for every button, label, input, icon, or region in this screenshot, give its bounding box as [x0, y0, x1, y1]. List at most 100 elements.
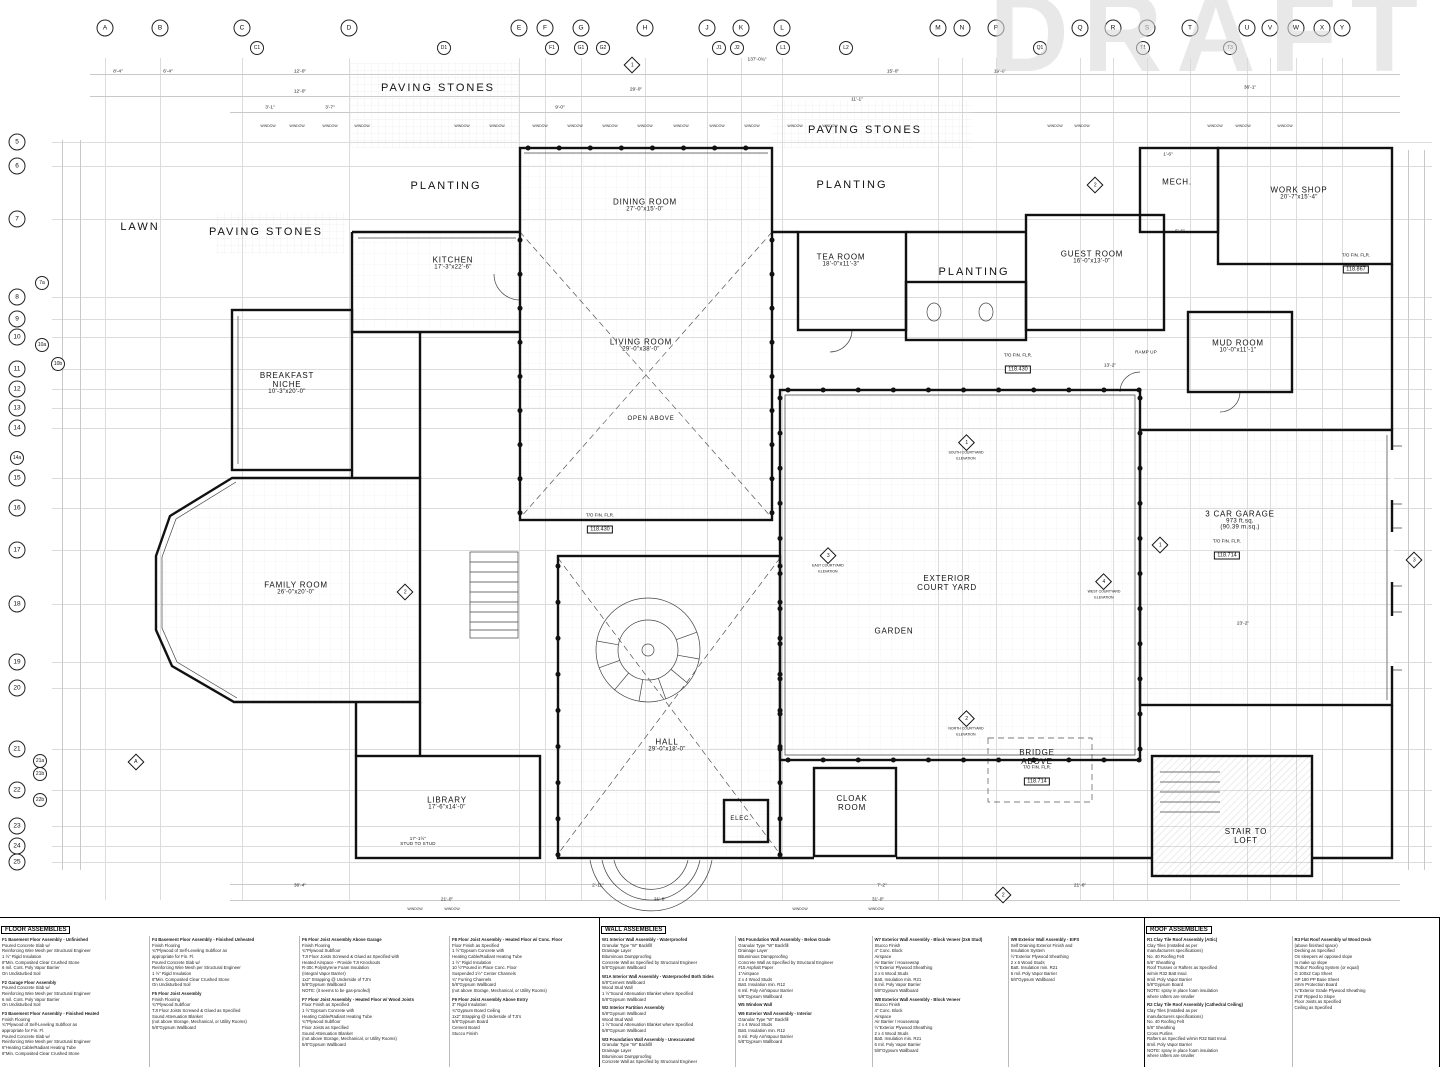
assembly-note-line: w/min R32 Batt Insul. [1147, 971, 1188, 977]
assembly-note-line: Finish Flooring [302, 942, 331, 948]
assembly-note-line: G 100x2 Cap Sheet [1294, 971, 1333, 977]
assembly-note-line: Floor Finish as Specified [302, 1002, 350, 1008]
dimension-line [90, 96, 1400, 97]
grid-bubble-n: N [953, 19, 971, 37]
grid-bubble-d1: D1 [437, 41, 451, 55]
grid-line-col-B [160, 58, 161, 900]
window-label: WINDOW [1277, 124, 1293, 128]
grid-bubble-q: Q [1071, 19, 1089, 37]
elevation-marker: 2 [1086, 176, 1104, 194]
assembly-note-line: NOTE: spray in place foam insulation [1147, 1047, 1218, 1053]
roof-assemblies-columns: R1 Clay Tile Roof Assembly (Attic)Clay T… [1145, 936, 1439, 1067]
elevation-marker: 3 [1405, 551, 1423, 569]
assembly-note-line: Clay Tiles (Installed as per [1147, 1008, 1198, 1014]
assembly-note-line: ½"Exterior Plywood Sheathing [1010, 954, 1069, 960]
assembly-note-line: Heated Airspace - Provide TJI Knockouts [302, 959, 381, 965]
grid-bubble-c: C [233, 19, 251, 37]
window-label: WINDOW [1074, 124, 1090, 128]
grid-bubble-f: F [536, 19, 554, 37]
assembly-note-line: W2 Interior Partition Assembly [602, 1005, 665, 1011]
room-label-ramp-up: RAMP UP [1135, 349, 1157, 355]
assembly-note-line: 1 ½" Rigid Insulation [452, 959, 492, 965]
grid-bubble-p: P [987, 19, 1005, 37]
assembly-note-line: Granular Type "W" Backfill [738, 1016, 789, 1022]
window-label: WINDOW [822, 124, 838, 128]
grid-bubble-19: 19 [8, 653, 26, 671]
grid-line-col-A [105, 58, 106, 900]
dimension-line [90, 74, 1400, 75]
dimension-line [62, 140, 63, 870]
grid-bubble-22: 22 [8, 781, 26, 799]
grid-bubble-22b: 22b [33, 793, 47, 807]
assembly-note-line: 6mil. Poly Vapor Barrier [1147, 976, 1193, 982]
assembly-note-line: W1A Interior Wall Assembly - Waterproofe… [602, 974, 714, 980]
assembly-note-line: 5/8"Gypsum Wallboard [602, 1028, 646, 1034]
elevation-marker: 2 [396, 583, 414, 601]
assembly-note-line: Rafters as Specified w/min R32 Batt Insu… [1147, 1036, 1228, 1042]
dimension-text: 6'-4" [163, 69, 173, 75]
assembly-note-line: 8"Min. Composited Clear Crushed Stone [2, 1050, 80, 1056]
dimension-line [230, 900, 1400, 901]
assembly-note-line: ½"Exterior Plywood Sheathing [874, 1025, 933, 1031]
assembly-note-line: 1 ½" Rigid Insulation [2, 954, 42, 960]
roof-assemblies-column: R1 Clay Tile Roof Assembly (Attic)Clay T… [1145, 936, 1292, 1067]
assembly-note-line: W6 Exterior Wall Assembly - Interior [738, 1011, 812, 1017]
assembly-note-line: 2 x 6 Wood Studs [874, 971, 909, 977]
assembly-note-line: 'Robur' Roofing System (or equal) [1294, 965, 1359, 971]
grid-bubble-21: 21 [8, 740, 26, 758]
dimension-text: 137'-0¾" [747, 57, 767, 63]
assembly-note-line: 6mil. Poly Vapor Barrier [1147, 1042, 1193, 1048]
grid-bubble-m: M [929, 19, 947, 37]
assembly-note-line: On Undisturbed Soil [152, 982, 191, 988]
dimension-text: 13'-2" [1103, 363, 1117, 369]
dimension-text: 5'-6" [1175, 229, 1185, 235]
assembly-note-line: Poured Concrete Slab w/ [152, 959, 200, 965]
grid-bubble-j1: J1 [712, 41, 726, 55]
grid-bubble-w: W [1287, 19, 1305, 37]
assembly-note-line: ½"Exterior Plywood Sheathing [874, 965, 933, 971]
assembly-note-line: R3 Flat Roof Assembly w/ Wood Deck [1294, 937, 1372, 942]
dimension-line [1408, 150, 1409, 870]
grid-bubble-j: J [698, 19, 716, 37]
assembly-note-line: 6 mil. Poly Vapor Barrier [1010, 971, 1057, 977]
grid-bubble-10b: 10b [51, 357, 65, 371]
assembly-note-line: 6 mil. Poly Air/Vapour Barrier [738, 1033, 794, 1039]
draft-watermark: DRAFT [989, 0, 1432, 95]
grid-bubble-t: T [1181, 19, 1199, 37]
assembly-note-line: Cross Purlins [1147, 1030, 1173, 1036]
assembly-note-line: ¾"Exterior Grade Plywood Sheathing [1294, 988, 1366, 994]
elevation-marker: 2 [994, 886, 1012, 904]
dimension-text: 15'-0" [886, 69, 900, 75]
assembly-note-line: F4 Basement Floor Assembly - Finished Un… [152, 937, 255, 942]
room-label-paving-stones: PAVING STONES [208, 226, 324, 238]
assembly-note-line: ¾"Gypsum Board Ceiling [452, 1008, 501, 1014]
assembly-note-line: 6 mil. Cont. Poly Vapor Barrier [2, 965, 60, 971]
assembly-note-line: Floor Joists as Specified [1294, 999, 1342, 1005]
assembly-note-line: 2 x 4 Wood Studs [874, 1030, 909, 1036]
room-label-17-1: 17'-1½"STUD TO STUD [400, 836, 436, 846]
assembly-note-line: F1 Basement Floor Assembly - Unfinished [2, 937, 89, 942]
dimension-text: 7'-2" [877, 883, 887, 889]
assembly-note-line: Bituminous Dampproofing [602, 954, 652, 960]
assembly-note-line: 5/8" Sheathing [1147, 1025, 1176, 1031]
assembly-note-line: Poured Concrete Slab w/ [2, 985, 50, 991]
dimension-text: 21'-0" [440, 897, 454, 903]
dimension-text: 19'-0" [993, 69, 1007, 75]
assembly-note-line: 5/8"Gypsum Wallboard [302, 982, 346, 988]
grid-bubble-r: R [1104, 19, 1122, 37]
assembly-note-line: Batt. Insulation min. R12 [738, 982, 786, 988]
assembly-note-line: W3 Foundation Wall Assembly - Unexcavate… [602, 1036, 695, 1042]
grid-bubble-j2: J2 [730, 41, 744, 55]
assembly-note-line: 1"Airspace [738, 971, 759, 977]
room-label-lawn: LAWN [120, 221, 160, 233]
assembly-note-line: Stucco Finish [452, 1030, 478, 1036]
room-label-open-above: OPEN ABOVE [627, 416, 675, 422]
dimension-text: 2'-11" [592, 883, 604, 889]
